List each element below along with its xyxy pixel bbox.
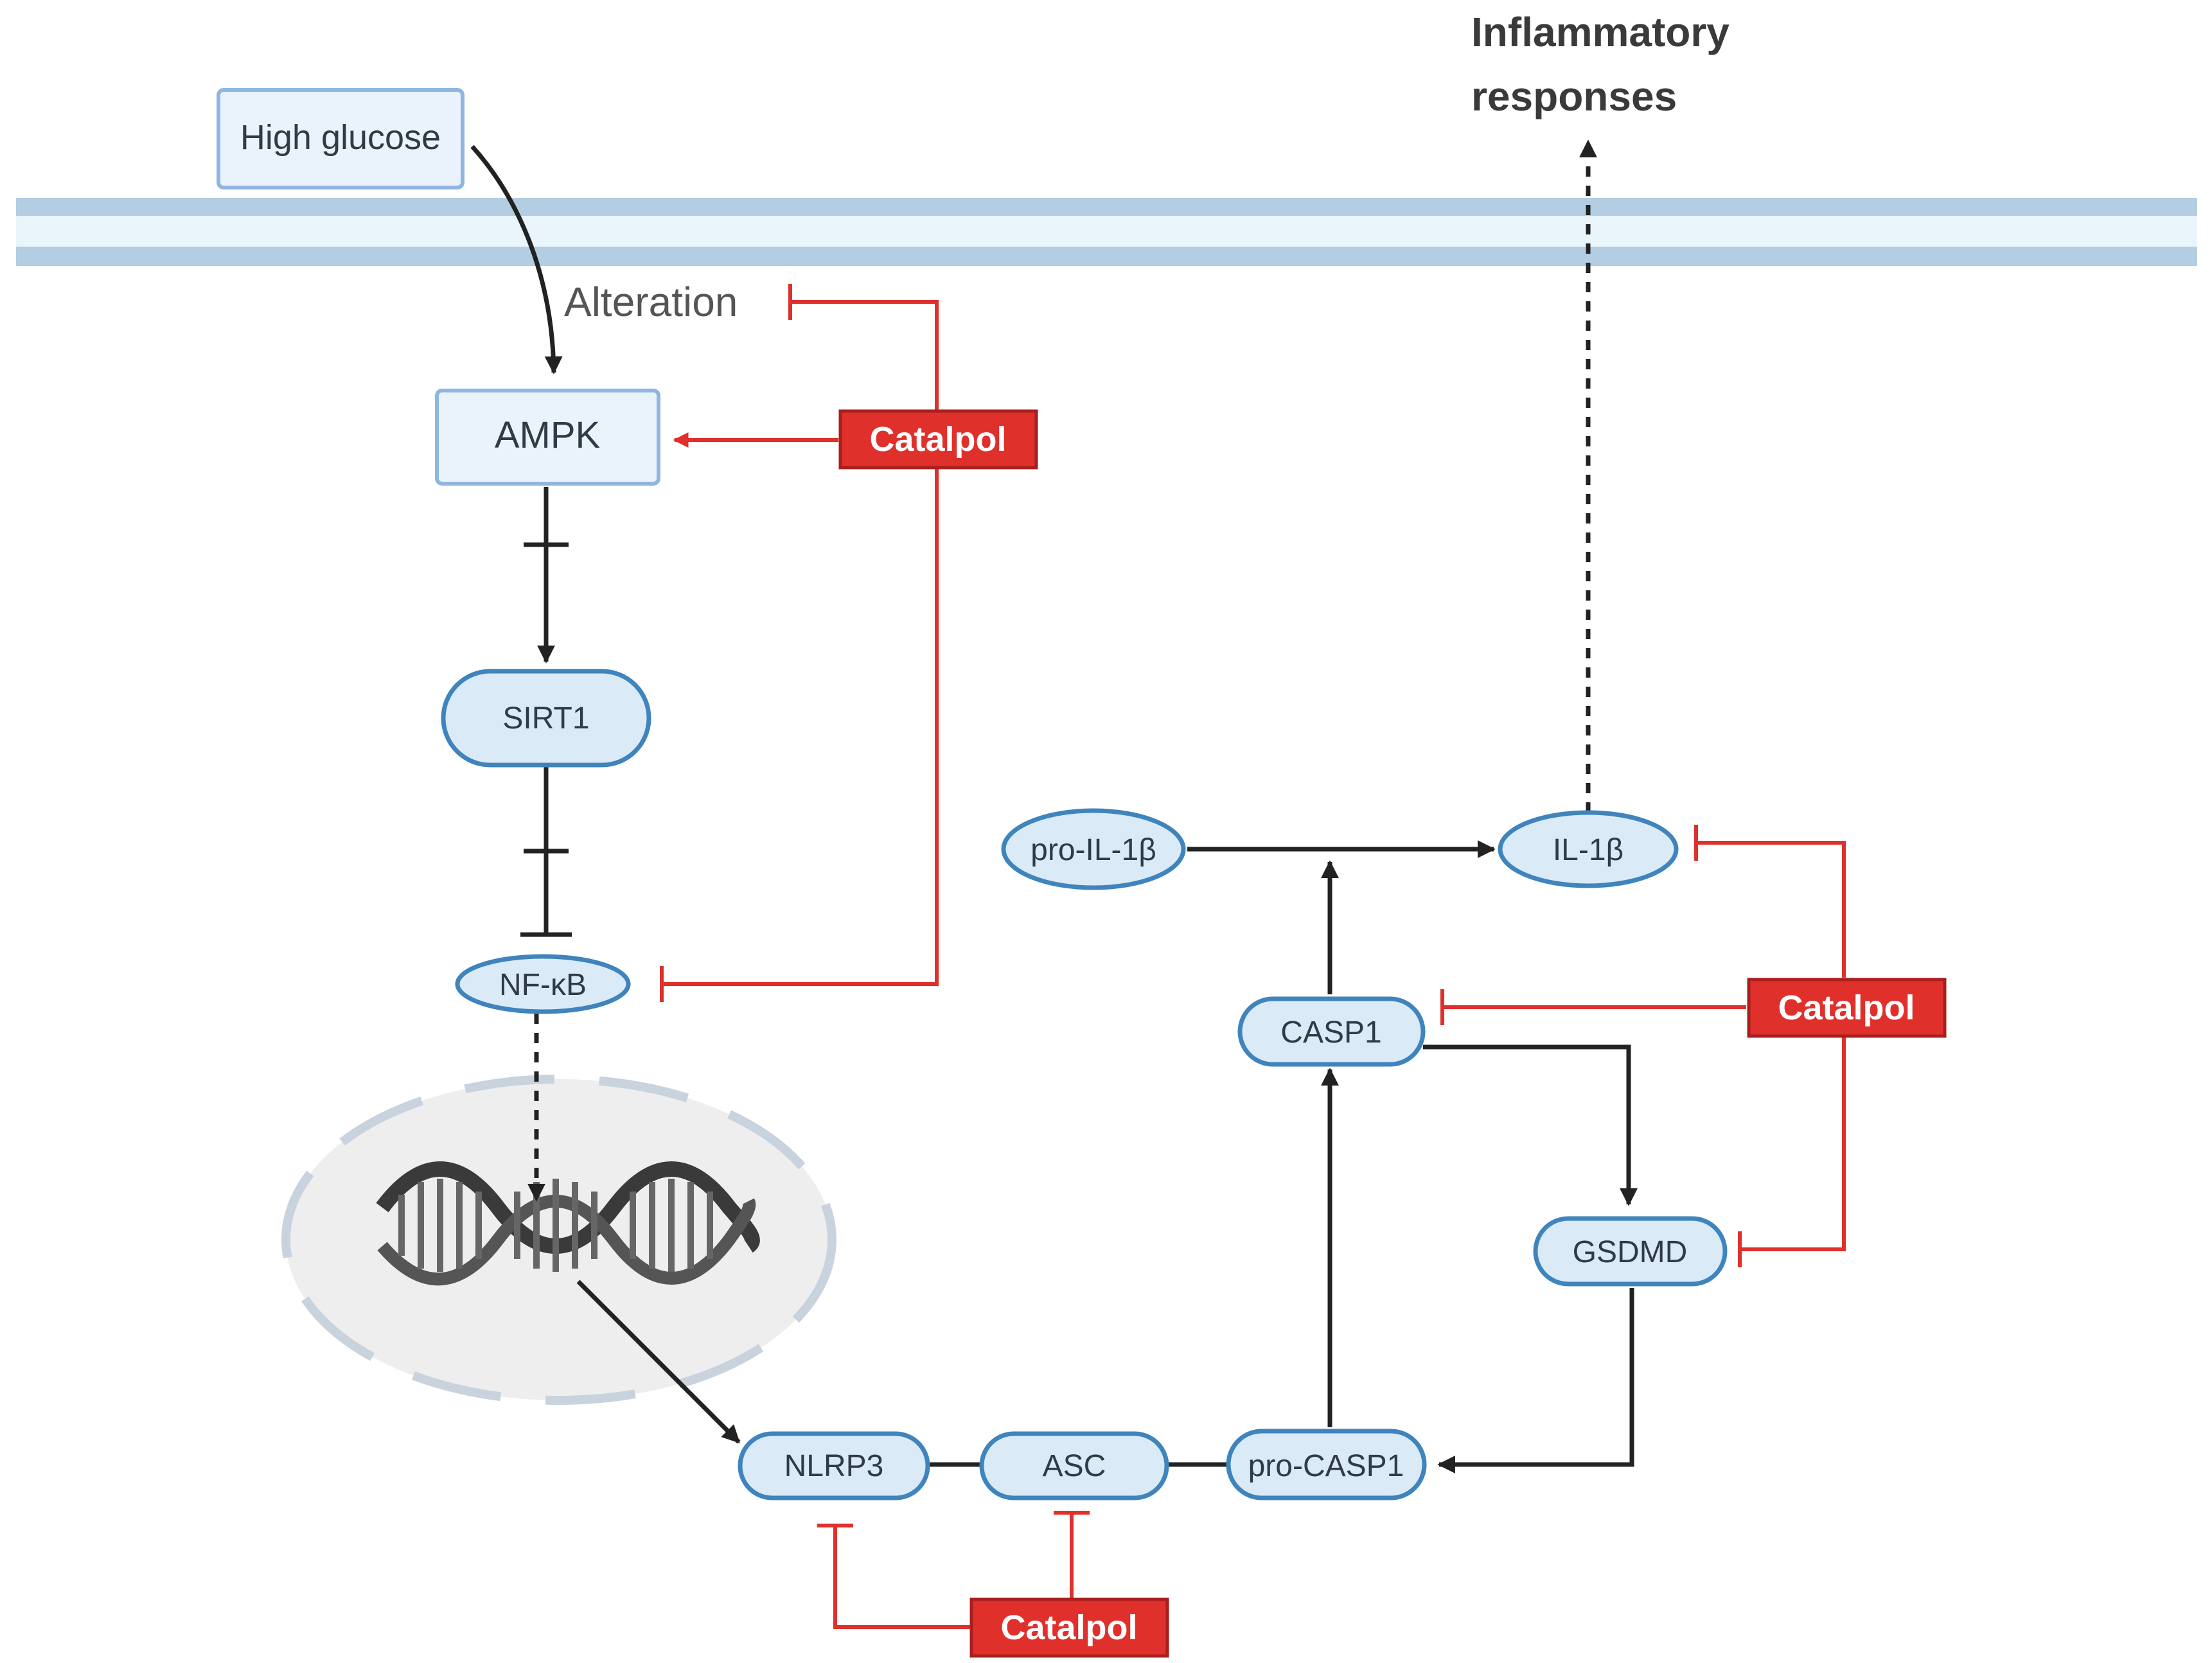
catalpol-top-label: Catalpol [869, 420, 1006, 459]
catalpol-top: Catalpol [838, 409, 1038, 470]
pro-il1b-label: pro-IL-1β [1031, 833, 1156, 867]
edge-catalpol-nlrp3 [833, 1526, 971, 1629]
nfkb-label: NF-κB [499, 968, 587, 1002]
edge-catalpol-alteration [790, 300, 939, 413]
gsdmd-node: GSDMD [1533, 1216, 1728, 1287]
catalpol-right: Catalpol [1747, 978, 1947, 1038]
nucleus [281, 1075, 836, 1405]
catalpol-bottom: Catalpol [969, 1597, 1169, 1658]
pro-casp1-node: pro-CASP1 [1226, 1429, 1427, 1500]
alteration-label: Alteration [564, 279, 738, 325]
edge-catalpol-nfkb [662, 468, 939, 986]
gsdmd-label: GSDMD [1573, 1235, 1688, 1269]
inflammatory-responses: Inflammatory responses [1471, 9, 1730, 119]
sirt1-node: SIRT1 [441, 669, 651, 768]
edge-glucose-ampk [470, 145, 563, 374]
il1b-node: IL-1β [1498, 810, 1679, 888]
catalpol-right-label: Catalpol [1778, 989, 1915, 1027]
cell-membrane [16, 198, 2197, 266]
casp1-node: CASP1 [1237, 996, 1426, 1067]
edge-catalpol-il1b [1696, 841, 1846, 978]
nlrp3-label: NLRP3 [784, 1449, 884, 1483]
inflammatory-responses-line2: responses [1471, 73, 1677, 119]
nlrp3-node: NLRP3 [738, 1431, 930, 1500]
ampk-label: AMPK [495, 414, 601, 456]
ampk-box: AMPK [435, 389, 660, 486]
pro-il1b-node: pro-IL-1β [1001, 808, 1186, 890]
pro-casp1-label: pro-CASP1 [1248, 1449, 1404, 1483]
high-glucose-label: High glucose [240, 118, 441, 157]
red-edges [660, 284, 1846, 1629]
asc-node: ASC [979, 1431, 1169, 1500]
inflammatory-responses-line1: Inflammatory [1471, 9, 1730, 55]
catalpol-bottom-label: Catalpol [1000, 1608, 1137, 1647]
black-edges [470, 139, 1638, 1474]
edge-gsdmd-procasp1 [1437, 1288, 1634, 1474]
casp1-label: CASP1 [1280, 1016, 1381, 1050]
asc-label: ASC [1043, 1449, 1106, 1483]
edge-catalpol-gsdmd [1740, 1035, 1846, 1251]
nfkb-node: NF-κB [455, 954, 631, 1014]
sirt1-label: SIRT1 [502, 701, 589, 735]
edge-dna-nlrp3 [576, 1280, 741, 1444]
high-glucose-box: High glucose [217, 88, 465, 189]
il1b-label: IL-1β [1553, 833, 1624, 867]
edge-casp1-gsdmd [1423, 1044, 1638, 1206]
